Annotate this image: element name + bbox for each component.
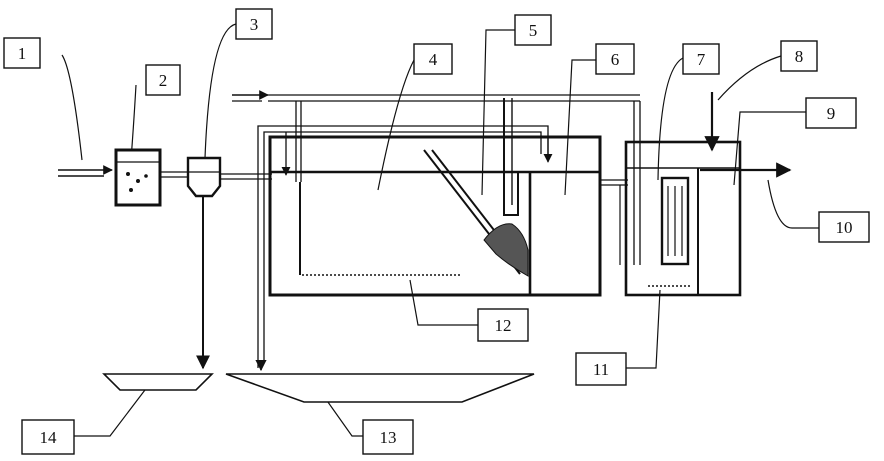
svg-text:1: 1	[18, 44, 27, 63]
svg-text:13: 13	[380, 428, 397, 447]
svg-text:8: 8	[795, 47, 804, 66]
pipe-3-4	[220, 173, 272, 180]
label-box-14: 14	[21, 419, 75, 455]
label-box-13: 13	[362, 419, 414, 455]
svg-text:11: 11	[593, 360, 609, 379]
label-box-6: 6	[595, 43, 635, 75]
dosing-tank	[114, 148, 162, 207]
label-box-8: 8	[780, 40, 818, 72]
leader-line-6	[564, 59, 596, 196]
svg-text:10: 10	[836, 218, 853, 237]
label-box-5: 5	[514, 14, 552, 46]
membrane-tank	[624, 140, 742, 297]
svg-text:2: 2	[159, 71, 168, 90]
air-supply	[232, 90, 641, 265]
leader-line-4	[377, 59, 415, 191]
label-box-11: 11	[575, 352, 627, 386]
label-box-9: 9	[805, 97, 857, 129]
svg-text:7: 7	[697, 50, 706, 69]
svg-text:5: 5	[529, 21, 538, 40]
leader-line-11	[626, 289, 661, 369]
main-tank	[268, 98, 602, 297]
leader-line-1	[61, 54, 83, 161]
svg-text:6: 6	[611, 50, 620, 69]
label-box-12: 12	[477, 308, 529, 342]
label-box-7: 7	[682, 43, 720, 75]
svg-text:4: 4	[429, 50, 438, 69]
trough-13	[225, 373, 535, 403]
svg-text:12: 12	[495, 316, 512, 335]
leader-line-10	[767, 179, 819, 229]
leader-line-13	[317, 387, 363, 437]
leader-line-5	[481, 29, 515, 196]
svg-text:3: 3	[250, 15, 259, 34]
label-box-3: 3	[235, 8, 273, 40]
svg-text:14: 14	[40, 428, 58, 447]
label-box-10: 10	[818, 211, 870, 243]
leader-line-3	[204, 23, 237, 159]
pipe-2-3	[160, 171, 188, 178]
leader-line-12	[409, 279, 478, 326]
leader-line-7	[657, 57, 684, 181]
label-box-4: 4	[413, 43, 453, 75]
inlet-pipe	[58, 165, 113, 177]
leader-line-8	[717, 55, 782, 101]
return-loop	[255, 125, 553, 372]
separator-unit	[186, 156, 222, 208]
trough-14	[102, 373, 214, 391]
svg-text:9: 9	[827, 104, 836, 123]
pipe-6-7	[600, 179, 628, 265]
label-box-2: 2	[145, 64, 181, 96]
label-box-1: 1	[3, 37, 41, 69]
leader-line-14	[74, 385, 149, 437]
leader-line-9	[733, 111, 806, 186]
